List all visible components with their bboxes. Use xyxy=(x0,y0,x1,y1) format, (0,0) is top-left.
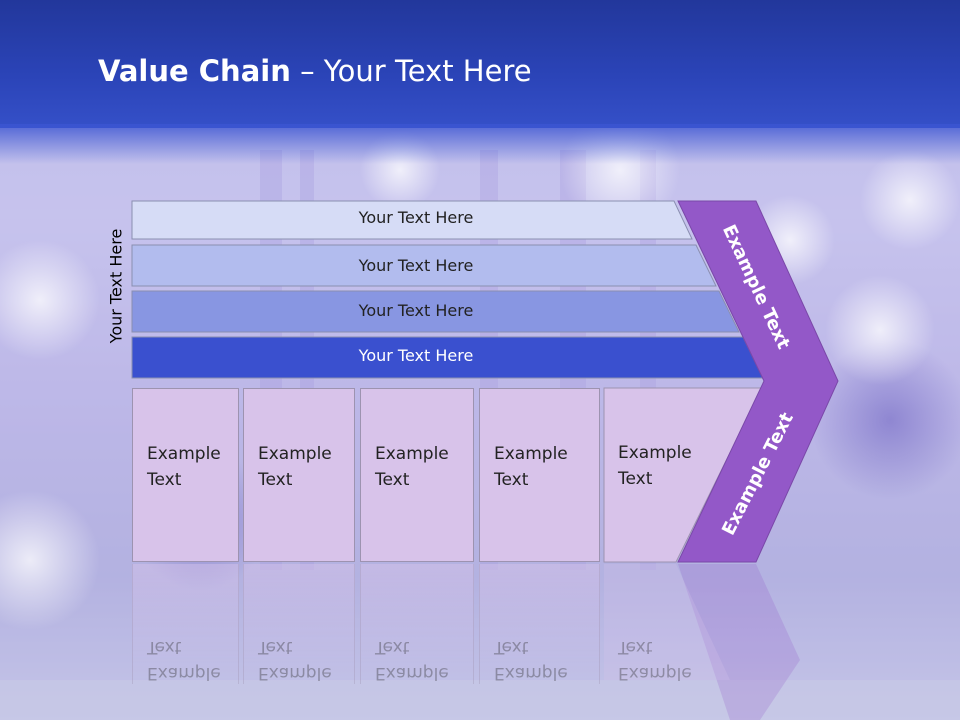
title-bold: Value Chain xyxy=(98,54,291,88)
band-2 xyxy=(131,244,717,287)
header-fade xyxy=(0,124,960,164)
example-box-1: Example Text xyxy=(132,388,239,562)
band-label-4: Your Text Here xyxy=(358,346,474,365)
reflection-label: Example Text xyxy=(258,637,332,683)
example-box-label: Example Text xyxy=(494,444,568,490)
chevron-reflection xyxy=(678,564,800,720)
example-box-5: Example Text xyxy=(604,388,714,562)
reflection-label: Example Text xyxy=(618,637,692,683)
slide-title: Value Chain – Your Text Here xyxy=(98,54,532,88)
reflection-box: Example Text xyxy=(479,564,600,684)
last-box-shape xyxy=(603,387,763,563)
example-box-label: Example Text xyxy=(258,444,332,490)
reflection-box: Example Text xyxy=(132,564,239,684)
header-bar xyxy=(0,0,960,128)
band-label-1: Your Text Here xyxy=(358,208,474,227)
band-label-3: Your Text Here xyxy=(358,301,474,320)
reflection-label: Example Text xyxy=(375,637,449,683)
title-rest: – Your Text Here xyxy=(290,54,532,88)
band-1 xyxy=(131,200,693,240)
band-3 xyxy=(131,290,740,333)
reflection-box: Example Text xyxy=(604,564,692,684)
example-box-4: Example Text xyxy=(479,388,600,562)
last-box-reflection xyxy=(604,564,730,680)
reflection-area: Example Text Example Text Example Text E… xyxy=(0,564,960,720)
chevron-shape xyxy=(677,200,839,563)
example-box-3: Example Text xyxy=(360,388,474,562)
example-box-2: Example Text xyxy=(243,388,355,562)
reflection-label: Example Text xyxy=(147,637,221,683)
reflection-box: Example Text xyxy=(360,564,474,684)
band-label-2: Your Text Here xyxy=(358,256,474,275)
example-box-label: Example Text xyxy=(147,444,221,490)
example-box-label: Example Text xyxy=(375,444,449,490)
example-box-label: Example Text xyxy=(618,443,692,489)
reflection-box: Example Text xyxy=(243,564,355,684)
reflection-label: Example Text xyxy=(494,637,568,683)
